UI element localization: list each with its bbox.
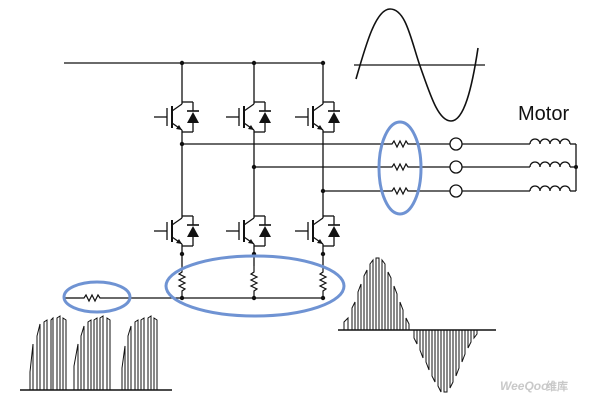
dc-shunt	[64, 294, 170, 302]
igbt-switch-icon	[294, 207, 341, 255]
resistor-icon	[387, 163, 413, 171]
inductor-coil-icon	[529, 138, 571, 145]
resistor-icon	[319, 265, 327, 297]
current-sensor-icon	[449, 137, 463, 151]
watermark: WeeQoo 维库	[500, 379, 568, 393]
phase-outputs	[182, 137, 530, 198]
watermark-brand: WeeQoo	[500, 379, 548, 393]
watermark-cn: 维库	[546, 379, 568, 393]
igbt-switch-icon	[225, 207, 272, 255]
current-sensor-icon	[449, 160, 463, 174]
phase-shunt-highlight	[377, 120, 423, 216]
resistor-icon	[79, 294, 105, 302]
igbt-switch-icon	[153, 207, 200, 255]
motor-windings	[529, 138, 578, 192]
resistor-icon	[250, 265, 258, 297]
highlight-markers	[62, 120, 423, 318]
motor-label: Motor	[518, 103, 569, 125]
sine-waveform	[354, 8, 485, 122]
resistor-icon	[387, 140, 413, 148]
dc-shunt-highlight	[62, 280, 132, 314]
inverter-bridge	[64, 60, 341, 301]
dc-link-current-waveform	[20, 315, 172, 391]
resistor-icon	[387, 187, 413, 195]
inductor-coil-icon	[529, 185, 571, 192]
phase-current-waveform	[338, 257, 496, 393]
igbt-switch-icon	[294, 93, 341, 141]
inductor-coil-icon	[529, 161, 571, 168]
current-sensor-icon	[449, 184, 463, 198]
leg-shunt-highlight	[164, 254, 346, 318]
igbt-switch-icon	[225, 93, 272, 141]
igbt-switch-icon	[153, 93, 200, 141]
